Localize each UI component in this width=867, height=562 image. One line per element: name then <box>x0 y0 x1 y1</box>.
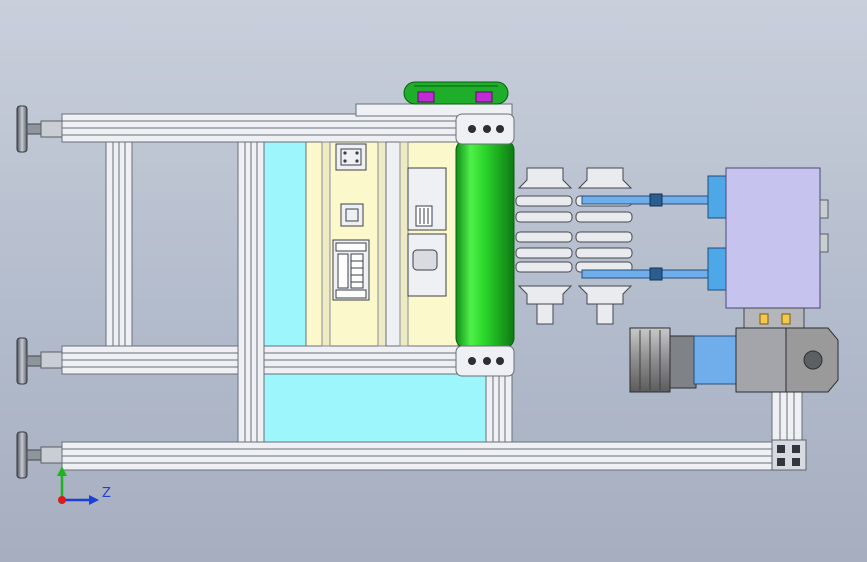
power-supply <box>407 167 447 297</box>
switch-module <box>340 203 364 227</box>
leveling-foot-middle-icon <box>16 337 64 385</box>
corner-block <box>771 439 807 471</box>
cyan-panel-lower <box>263 373 487 443</box>
roller-icon <box>455 113 515 377</box>
leveling-foot-top-icon <box>16 105 64 153</box>
bolt-icon <box>468 125 504 365</box>
drive-belt <box>355 81 513 117</box>
coordinate-triad <box>57 466 99 505</box>
plc-module <box>332 239 370 301</box>
terminal-block <box>335 143 367 171</box>
mounting-plate <box>743 307 805 329</box>
motor-icon <box>629 327 839 393</box>
aluminium-frame <box>61 113 803 471</box>
cyan-panel-upper <box>263 141 307 347</box>
z-axis-label: Z <box>102 486 111 501</box>
gripper-assembly <box>515 167 633 325</box>
leveling-foot-bottom-icon <box>16 431 64 479</box>
gearbox-icon <box>707 167 829 309</box>
